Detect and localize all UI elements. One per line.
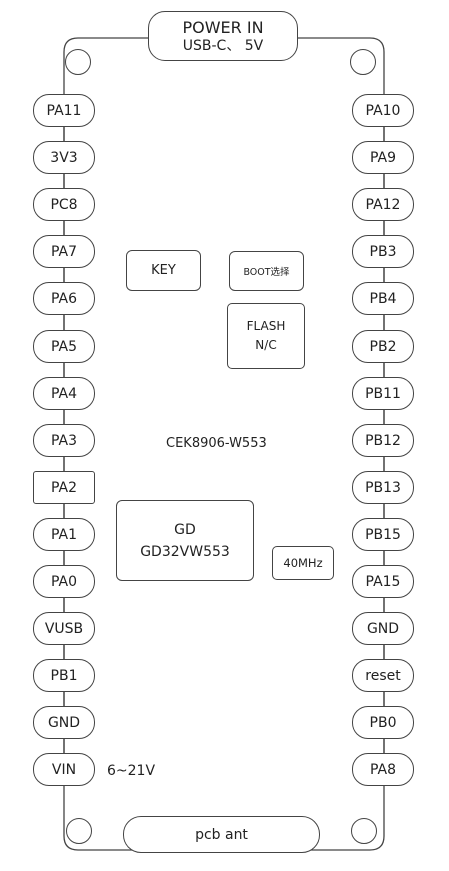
pin-right-pa10: PA10 xyxy=(352,94,414,127)
mounting-hole-top-left xyxy=(65,49,91,75)
pin-right-pa12: PA12 xyxy=(352,188,414,221)
pin-left-pa11: PA11 xyxy=(33,94,95,127)
pin-label: PC8 xyxy=(50,196,78,213)
pin-label: PA0 xyxy=(50,573,78,590)
pin-label: PA12 xyxy=(365,196,401,213)
pin-label: PA6 xyxy=(50,290,78,307)
pin-right-pb2: PB2 xyxy=(352,330,414,363)
pin-label: GND xyxy=(47,714,81,731)
pin-left-gnd: GND xyxy=(33,706,95,739)
pin-left-pa3: PA3 xyxy=(33,424,95,457)
pin-right-pb13: PB13 xyxy=(352,471,414,504)
mcu-model: GD32VW553 xyxy=(140,543,230,560)
pin-label: PA15 xyxy=(365,573,401,590)
board-name: CEK8906-W553 xyxy=(166,436,267,451)
pin-label: PA8 xyxy=(369,761,397,778)
flash-chip: FLASH N/C xyxy=(227,303,305,369)
pin-label: reset xyxy=(365,667,401,684)
pin-right-pb11: PB11 xyxy=(352,377,414,410)
pin-label: PA10 xyxy=(365,102,401,119)
flash-status: N/C xyxy=(255,338,277,352)
pin-left-pa7: PA7 xyxy=(33,235,95,268)
pin-label: PA5 xyxy=(50,338,78,355)
pin-label: PA2 xyxy=(50,479,78,496)
pin-left-3v3: 3V3 xyxy=(33,141,95,174)
pin-label: PB11 xyxy=(365,385,401,402)
pin-label: PA11 xyxy=(46,102,82,119)
pin-right-reset: reset xyxy=(352,659,414,692)
mounting-hole-top-right xyxy=(350,49,376,75)
power-in-connector: POWER IN USB-C、 5V xyxy=(148,11,298,61)
pin-label: PB3 xyxy=(369,243,397,260)
pin-left-pa1: PA1 xyxy=(33,518,95,551)
crystal: 40MHz xyxy=(272,546,334,580)
pcb-antenna: pcb ant xyxy=(123,816,320,853)
pin-label: PB13 xyxy=(365,479,401,496)
pin-left-pa6: PA6 xyxy=(33,282,95,315)
pin-left-pc8: PC8 xyxy=(33,188,95,221)
pin-right-pb0: PB0 xyxy=(352,706,414,739)
pin-left-vin: VIN xyxy=(33,753,95,786)
pin-label: VUSB xyxy=(44,620,84,637)
pin-right-pb4: PB4 xyxy=(352,282,414,315)
pin-left-pa5: PA5 xyxy=(33,330,95,363)
pin-right-pb3: PB3 xyxy=(352,235,414,268)
pin-right-pb12: PB12 xyxy=(352,424,414,457)
pin-label: GND xyxy=(366,620,400,637)
pin-right-pa15: PA15 xyxy=(352,565,414,598)
mcu-chip: GD GD32VW553 xyxy=(116,500,254,581)
pin-right-pb15: PB15 xyxy=(352,518,414,551)
vin-voltage-note: 6~21V xyxy=(107,763,156,779)
pin-label: PB1 xyxy=(50,667,78,684)
boot-button: BOOT选择 xyxy=(229,251,304,291)
pin-left-pa0: PA0 xyxy=(33,565,95,598)
pin-left-pa4: PA4 xyxy=(33,377,95,410)
pin-right-pa9: PA9 xyxy=(352,141,414,174)
pin-label: PA9 xyxy=(369,149,397,166)
pin-label: VIN xyxy=(51,761,77,778)
pin-label: PB12 xyxy=(365,432,401,449)
power-in-title: POWER IN xyxy=(182,17,264,37)
pin-right-pa8: PA8 xyxy=(352,753,414,786)
power-in-subtitle: USB-C、 5V xyxy=(182,37,264,54)
antenna-label: pcb ant xyxy=(195,826,248,843)
mounting-hole-bottom-left xyxy=(66,818,92,844)
pin-left-pa2: PA2 xyxy=(33,471,95,504)
pin-label: PA1 xyxy=(50,526,78,543)
pin-label: PB0 xyxy=(369,714,397,731)
boot-label: BOOT选择 xyxy=(243,267,290,278)
pin-label: PB15 xyxy=(365,526,401,543)
pin-left-pb1: PB1 xyxy=(33,659,95,692)
key-label: KEY xyxy=(151,263,176,278)
crystal-label: 40MHz xyxy=(283,556,323,570)
pin-label: PB2 xyxy=(369,338,397,355)
pin-right-gnd: GND xyxy=(352,612,414,645)
pin-left-vusb: VUSB xyxy=(33,612,95,645)
mcu-brand: GD xyxy=(174,521,196,538)
mounting-hole-bottom-right xyxy=(351,818,377,844)
pin-label: PB4 xyxy=(369,290,397,307)
key-button: KEY xyxy=(126,250,201,291)
pin-label: PA7 xyxy=(50,243,78,260)
flash-label: FLASH xyxy=(246,319,286,333)
pin-label: PA3 xyxy=(50,432,78,449)
pin-label: PA4 xyxy=(50,385,78,402)
pin-label: 3V3 xyxy=(50,149,78,166)
